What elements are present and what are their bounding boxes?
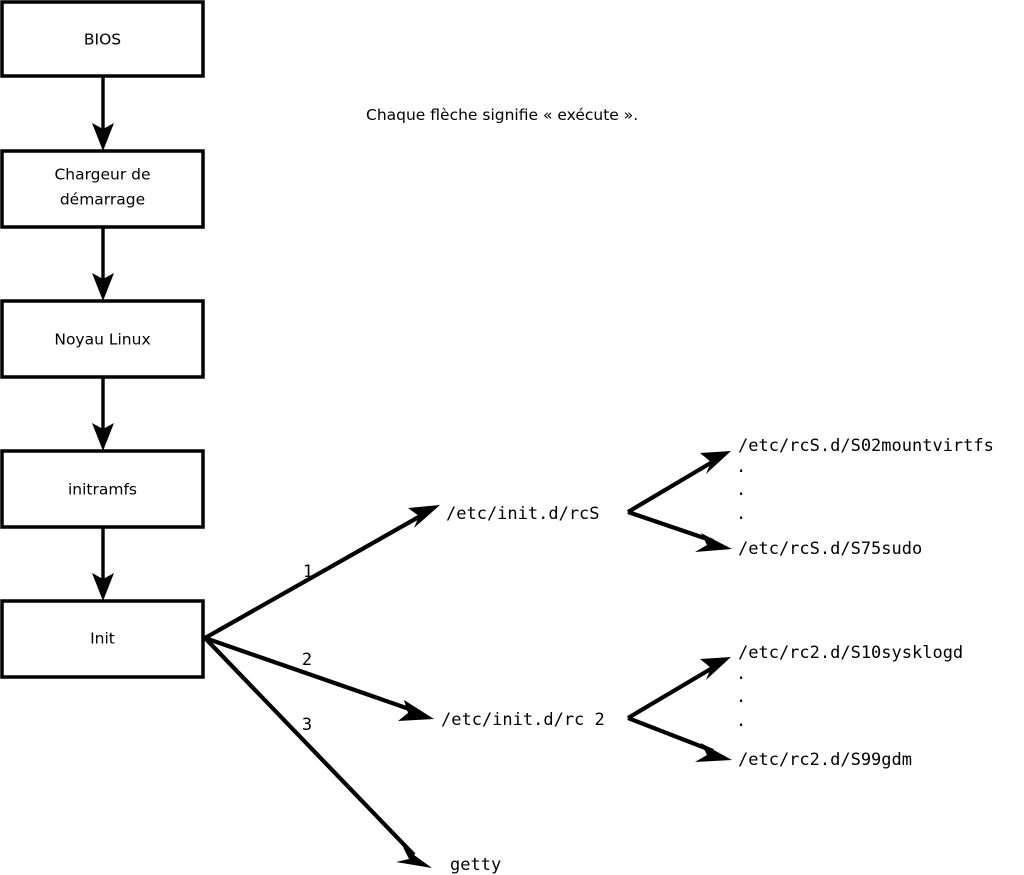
arrowhead-bootloader-to-kernel [92, 273, 114, 301]
node-kernel-label: Noyau Linux [54, 331, 150, 349]
branch-1-to-rcs: 1 /etc/init.d/rcS [203, 504, 600, 640]
rcs-subbranch-group: /etc/rcS.d/S02mountvirtfs . . . /etc/rcS… [626, 436, 994, 559]
rc2-subbranch-group: /etc/rc2.d/S10sysklogd . . . /etc/rc2.d/… [626, 643, 963, 770]
branch-3-to-getty: 3 getty [203, 636, 501, 875]
branch-2-to-rc2: 2 /etc/init.d/rc 2 [204, 636, 605, 730]
arrowhead-rcs-last [695, 533, 732, 552]
branch-2-number: 2 [302, 650, 312, 670]
arrowhead-bios-to-bootloader [92, 123, 114, 151]
rcs-upper-line [626, 459, 716, 514]
rc2-last-script-label: /etc/rc2.d/S99gdm [738, 750, 912, 770]
arrowhead-rc2-last [695, 743, 732, 762]
branch-1-number: 1 [303, 562, 313, 582]
node-init-rect [0, 599, 205, 679]
branch-3-target-label: getty [450, 855, 501, 875]
arrowhead-branch-1 [408, 505, 440, 528]
arrow-initramfs-to-init [92, 527, 114, 601]
node-initramfs-rect [0, 449, 205, 529]
boot-chain-group: BIOS Chargeur de démarrage Noyau Linux i… [0, 0, 205, 679]
node-initramfs[interactable]: initramfs [0, 449, 205, 529]
arrow-bios-to-bootloader [92, 76, 114, 151]
rc2-ellipsis-dot-2: . [736, 687, 746, 707]
rcs-lower-line [627, 510, 714, 543]
node-bios-rect [0, 0, 205, 78]
rc2-ellipsis-dot-3: . [736, 711, 746, 731]
node-bootloader[interactable]: Chargeur de démarrage [0, 149, 205, 229]
vertical-arrows-group [92, 76, 114, 601]
node-bios-label: BIOS [84, 31, 121, 49]
rc2-first-script-label: /etc/rc2.d/S10sysklogd [738, 643, 963, 663]
rc2-ellipsis-dot-1: . [736, 664, 746, 684]
arrow-kernel-to-initramfs [92, 377, 114, 451]
init-branches-group: 1 /etc/init.d/rcS 2 /etc/init.d/rc 2 3 g… [203, 504, 605, 875]
rcs-first-script-label: /etc/rcS.d/S02mountvirtfs [738, 436, 994, 456]
node-bootloader-label-line1: Chargeur de [54, 166, 150, 184]
rc2-upper-line [626, 665, 716, 720]
arrowhead-rcs-first [700, 451, 731, 474]
rc2-lower-line [627, 716, 714, 753]
node-initramfs-label: initramfs [68, 481, 137, 499]
rcs-ellipsis-dot-1: . [736, 457, 746, 477]
node-kernel-rect [0, 299, 205, 379]
rcs-last-script-label: /etc/rcS.d/S75sudo [738, 539, 922, 559]
arrowhead-branch-3 [396, 847, 432, 868]
diagram-caption: Chaque flèche signifie « exécute ». [366, 106, 638, 124]
branch-1-target-label: /etc/init.d/rcS [446, 504, 600, 524]
rcs-ellipsis-dot-2: . [736, 480, 746, 500]
node-bootloader-label-line2: démarrage [60, 191, 145, 209]
branch-2-target-label: /etc/init.d/rc 2 [441, 710, 605, 730]
rcs-ellipsis-dot-3: . [736, 504, 746, 524]
node-kernel[interactable]: Noyau Linux [0, 299, 205, 379]
node-bios[interactable]: BIOS [0, 0, 205, 78]
arrowhead-rc2-first [700, 657, 731, 680]
branch-3-number: 3 [302, 715, 312, 735]
arrowhead-branch-2 [398, 700, 434, 721]
node-init[interactable]: Init [0, 599, 205, 679]
arrowhead-kernel-to-initramfs [92, 423, 114, 451]
arrow-bootloader-to-kernel [92, 227, 114, 301]
node-init-label: Init [90, 630, 115, 648]
node-bootloader-rect [0, 149, 205, 229]
arrowhead-initramfs-to-init [92, 573, 114, 601]
